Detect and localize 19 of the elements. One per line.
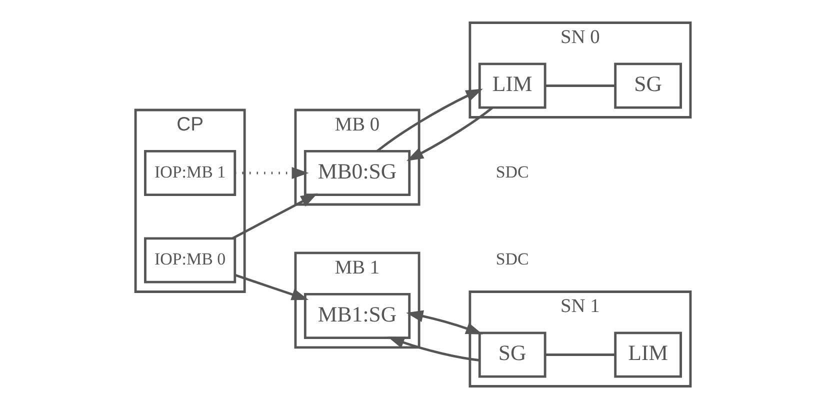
arrow	[235, 167, 309, 179]
node-box: LIM	[478, 62, 546, 109]
connector	[545, 354, 616, 356]
node-box: LIM	[614, 332, 682, 378]
connector	[545, 84, 616, 87]
node-box: IOP:MB 1	[144, 150, 236, 196]
arrow	[406, 310, 483, 334]
arrow	[376, 88, 483, 152]
node-box: SG	[614, 62, 682, 109]
arrow	[234, 274, 309, 300]
arrow	[387, 336, 480, 362]
label: SDC	[496, 162, 529, 182]
node-box: MB1:SG	[304, 292, 411, 339]
arrow	[406, 106, 494, 161]
label: SDC	[496, 250, 529, 269]
node-box: MB0:SG	[304, 150, 411, 196]
node-box: IOP:MB 0	[144, 237, 236, 284]
node-box: SG	[478, 332, 546, 378]
arrow	[232, 193, 318, 240]
